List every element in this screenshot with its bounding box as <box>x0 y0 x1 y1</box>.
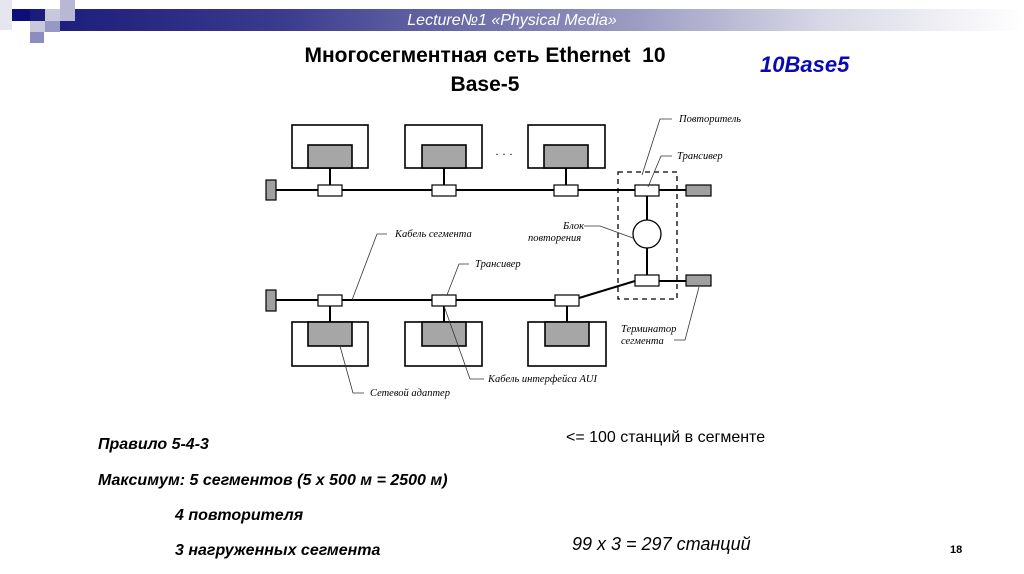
rule-max-segments: Максимум: 5 сегментов (5 х 500 м = 2500 … <box>98 472 448 489</box>
terminator <box>685 184 712 197</box>
network-adapter <box>421 144 467 169</box>
repeater-dashed-box <box>617 171 678 300</box>
terminator <box>265 179 277 201</box>
transceiver <box>554 294 580 307</box>
slide-title: Многосегментная сеть Ethernet 10 Base-5 <box>245 41 725 99</box>
bottom-bus-cable-link <box>578 280 636 299</box>
label-terminator-2: сегмента <box>621 336 664 347</box>
slide-title-line1: Многосегментная сеть Ethernet 10 <box>304 44 666 67</box>
decor-square <box>45 21 60 32</box>
label-terminator-1: Терминатор <box>621 324 676 335</box>
terminator <box>265 289 277 312</box>
decor-square <box>30 32 44 43</box>
network-adapter <box>421 321 467 347</box>
leader-lines <box>339 118 700 394</box>
transceiver <box>431 294 457 307</box>
rule-repeaters: 4 повторителя <box>175 507 304 524</box>
stations-per-segment: <= 100 станций в сегменте <box>566 429 766 446</box>
total-stations: 99 х 3 = 297 станций <box>572 534 751 554</box>
rule-title: Правило 5-4-3 <box>98 436 209 453</box>
transceiver <box>317 294 343 307</box>
transceiver <box>634 274 660 287</box>
decor-square <box>60 0 75 21</box>
label-repeat-block-1: Блок <box>562 221 584 232</box>
label-segment-cable: Кабель сегмента <box>394 229 472 240</box>
terminator <box>685 274 712 287</box>
transceiver <box>317 184 343 197</box>
bottom-segment <box>265 280 636 367</box>
repeater <box>617 171 712 300</box>
slide-title-line2: Base-5 <box>450 73 520 96</box>
transceiver <box>431 184 457 197</box>
decor-square <box>45 9 60 21</box>
header-bar <box>30 9 1024 31</box>
label-aui-cable: Кабель интерфейса AUI <box>487 374 597 385</box>
label-repeater: Повторитель <box>678 114 741 125</box>
decor-square <box>0 0 12 30</box>
transceiver <box>634 184 660 197</box>
decor-square <box>30 21 45 32</box>
network-adapter <box>544 321 590 347</box>
rule-loaded-segments: 3 нагруженных сегмента <box>175 542 381 559</box>
network-adapter <box>307 321 353 347</box>
label-network-adapter: Сетевой адаптер <box>370 388 450 399</box>
repeat-block <box>632 219 662 249</box>
transceiver <box>553 184 579 197</box>
standard-badge: 10Base5 <box>760 52 850 77</box>
label-transceiver-top: Трансивер <box>677 151 723 162</box>
ellipsis: · · · <box>495 147 513 161</box>
decor-square <box>12 9 30 21</box>
network-adapter <box>307 144 353 169</box>
label-repeat-block-2: повторения <box>528 233 581 244</box>
page-number: 18 <box>950 544 963 556</box>
label-transceiver-bottom: Трансивер <box>475 259 521 270</box>
lecture-title: Lecture№1 «Physical Media» <box>407 12 617 29</box>
network-adapter <box>543 144 589 169</box>
